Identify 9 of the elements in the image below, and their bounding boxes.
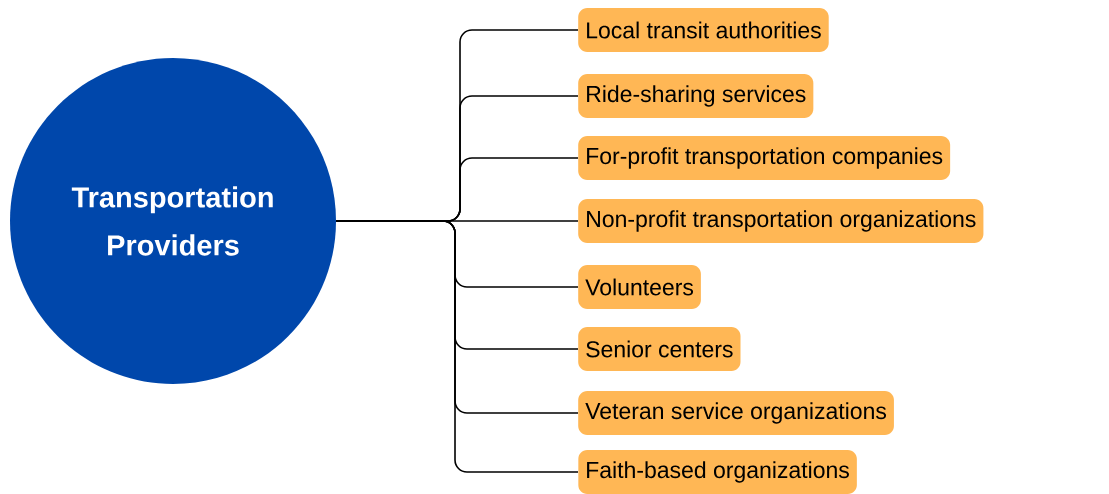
topic-box: For-profit transportation companies <box>578 136 951 180</box>
topic-box: Senior centers <box>578 327 741 371</box>
topic-box: Ride-sharing services <box>578 74 814 118</box>
topic-box: Veteran service organizations <box>578 391 894 435</box>
topic-box: Faith-based organizations <box>578 450 857 494</box>
topic-box: Volunteers <box>578 265 701 309</box>
topic-box: Local transit authorities <box>578 8 829 52</box>
topic-box: Non-profit transportation organizations <box>578 199 984 243</box>
connector-line <box>335 220 579 473</box>
